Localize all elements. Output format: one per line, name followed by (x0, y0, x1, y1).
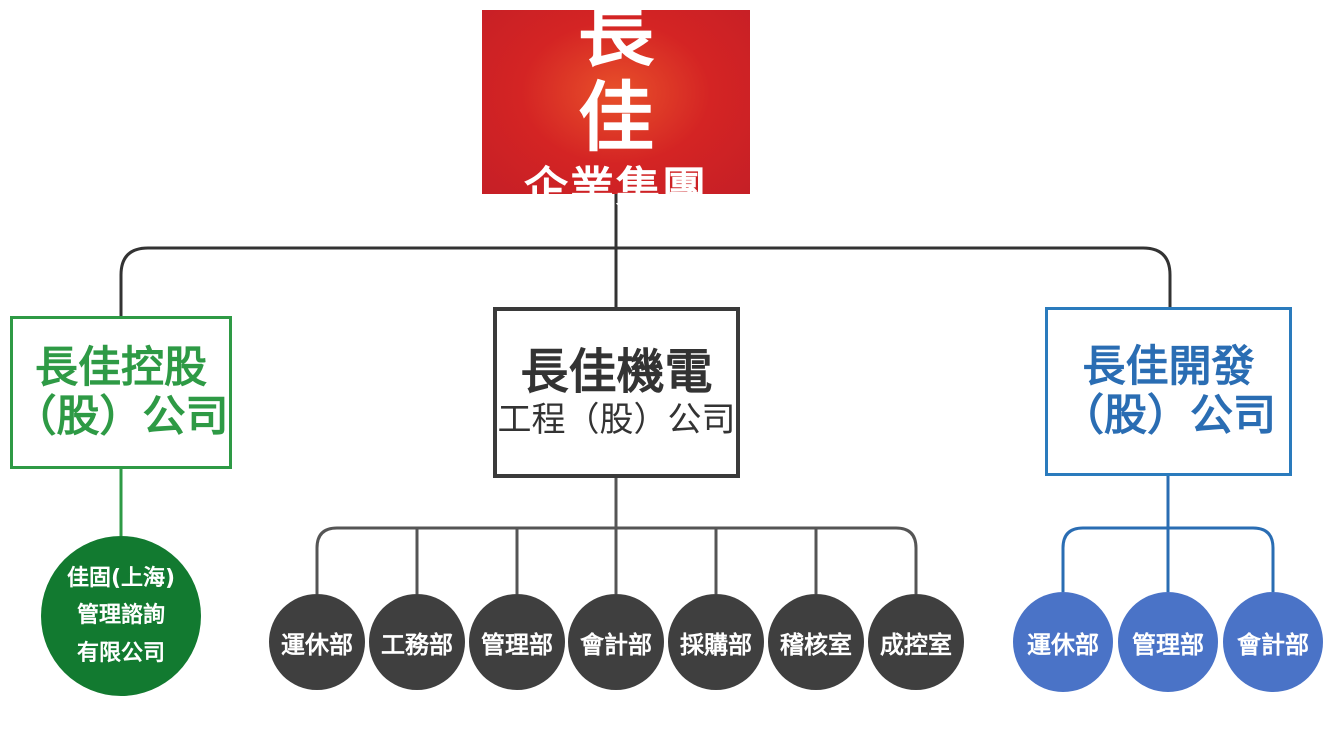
subsidiary-line-2: 管理諮詢 (76, 603, 165, 629)
group-title: 長 佳 (578, 0, 678, 163)
dept-label: 成控室 (880, 630, 952, 659)
subsidiary-line-1: 佳固(上海) (66, 565, 176, 591)
electromech-company-box: 長佳機電 工程（股）公司 (493, 307, 740, 478)
development-subtitle: （股）公司 (1061, 390, 1276, 441)
connector-electromech-bus (315, 526, 918, 594)
electromech-dept-circle: 成控室 (868, 594, 964, 690)
dept-label: 會計部 (580, 630, 652, 659)
holding-subtitle: （股）公司 (13, 391, 229, 442)
electromech-title: 長佳機電 (520, 343, 713, 400)
connector-development-bus (1061, 526, 1275, 592)
development-title: 長佳開發 (1082, 342, 1255, 393)
dept-label: 運休部 (1027, 630, 1099, 659)
development-company-box: 長佳開發 （股）公司 (1045, 307, 1292, 476)
development-dept-circle: 會計部 (1223, 592, 1323, 692)
dept-label: 採購部 (680, 630, 752, 659)
dept-label: 管理部 (481, 630, 553, 659)
electromech-dept-circle: 工務部 (369, 594, 465, 690)
holding-title: 長佳控股 (35, 343, 207, 394)
electromech-dept-circle: 管理部 (469, 594, 565, 690)
electromech-dept-circle: 會計部 (568, 594, 664, 690)
group-subtitle: 企業集團 (524, 163, 708, 215)
dept-label: 運休部 (281, 630, 353, 659)
dept-label: 管理部 (1132, 630, 1204, 659)
subsidiary-circle: 佳固(上海) 管理諮詢 有限公司 (41, 536, 201, 696)
connector-top-bus (119, 246, 1172, 316)
dept-label: 稽核室 (780, 630, 852, 659)
electromech-subtitle: 工程（股）公司 (497, 400, 736, 441)
electromech-dept-circle: 採購部 (668, 594, 764, 690)
holding-company-box: 長佳控股 （股）公司 (10, 316, 232, 469)
development-dept-circle: 運休部 (1013, 592, 1113, 692)
electromech-dept-circle: 運休部 (269, 594, 365, 690)
development-dept-circle: 管理部 (1118, 592, 1218, 692)
subsidiary-line-3: 有限公司 (76, 640, 165, 666)
dept-label: 會計部 (1237, 630, 1309, 659)
dept-label: 工務部 (381, 630, 453, 659)
group-box: 長 佳 企業集團 (482, 0, 750, 214)
electromech-dept-circle: 稽核室 (768, 594, 864, 690)
